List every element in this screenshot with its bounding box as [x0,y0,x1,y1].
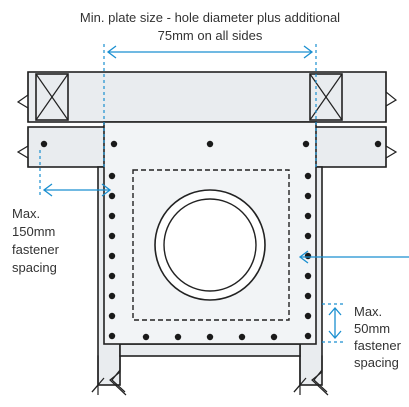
fastener-dot [238,333,246,341]
blocking-left [35,73,69,121]
bottom-rail [119,343,301,357]
stud-break-left [91,356,127,396]
max50-label-line3: fastener [354,338,402,353]
fastener-dot [142,333,150,341]
fastener-dot [108,312,116,320]
pipe-hole [154,189,266,301]
fastener-dot [304,232,312,240]
max150-label-line3: fastener [12,242,60,257]
fastener-dot [304,252,312,260]
plate-size-label-line1: Min. plate size - hole diameter plus add… [80,10,340,25]
max50-label-line1: Max. [354,304,382,319]
break-line-left-top [16,72,29,122]
fastener-dot [304,192,312,200]
blocking-right [309,73,343,121]
fastener-spacing-50-dimension [322,303,344,343]
max150-label-line1: Max. [12,206,40,221]
fastener-dot [304,212,312,220]
fastener-spacing-150-dimension [39,150,112,197]
fastener-dot [110,140,118,148]
fastener-dot [304,332,312,340]
max150-label-line4: spacing [12,260,57,275]
fastener-dot [108,232,116,240]
stud-break-right [293,356,329,396]
fastener-dot [304,292,312,300]
fasteners [40,140,382,341]
fastener-dot [206,333,214,341]
fastener-dot [174,333,182,341]
max150-label-line2: 150mm [12,224,55,239]
fastener-dot [304,272,312,280]
plate-size-label-line2: 75mm on all sides [158,28,263,43]
top-beam [27,71,387,123]
plate-size-dimension [103,44,317,170]
fastener-dot [108,172,116,180]
fastener-dot [270,333,278,341]
fastener-dot [374,140,382,148]
fastener-dot [108,212,116,220]
fastener-dot [108,272,116,280]
fastener-dot [108,192,116,200]
max50-label-line4: spacing [354,355,399,370]
fastener-dot [304,172,312,180]
callout-arrow-right [298,250,409,264]
fastener-dot [206,140,214,148]
break-line-right-top [385,72,398,122]
fastener-dot [40,140,48,148]
fastener-dot [108,332,116,340]
fastener-dot [108,292,116,300]
max50-label-line2: 50mm [354,321,390,336]
fastener-dot [302,140,310,148]
fastener-dot [304,312,312,320]
fastener-dot [108,252,116,260]
